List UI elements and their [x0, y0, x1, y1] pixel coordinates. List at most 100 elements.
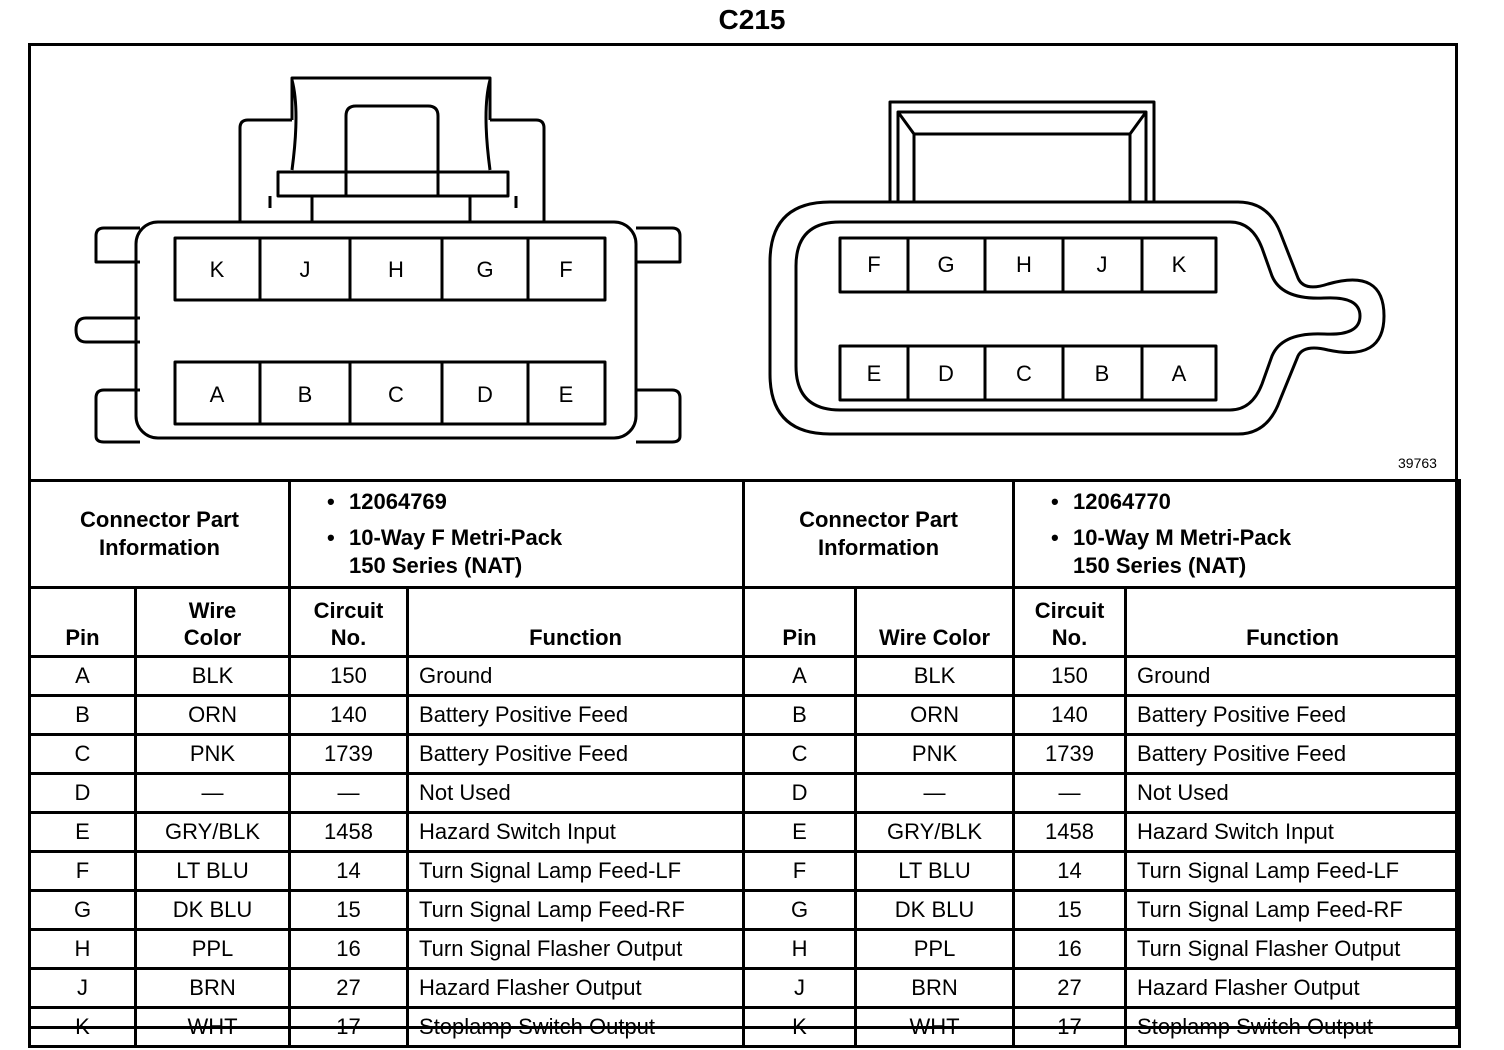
- pinout-table: Connector Part Information • 12064769 • 10…: [27, 479, 1462, 1048]
- wire-color-cell: DK BLU: [854, 889, 1016, 931]
- function-cell: Turn Signal Flasher Output: [1124, 928, 1462, 970]
- pin-cell: F: [742, 850, 858, 892]
- pin-cell: E: [28, 811, 137, 853]
- function-cell: Battery Positive Feed: [406, 733, 746, 775]
- pin-cell: B: [28, 694, 137, 736]
- pin-cell: A: [742, 655, 858, 697]
- bullet-icon: •: [327, 489, 335, 514]
- left-pin-label: B: [298, 382, 313, 407]
- wire-color-cell: —: [854, 772, 1016, 814]
- info-label-line: Connector Part: [80, 507, 239, 532]
- function-cell: Ground: [406, 655, 746, 697]
- function-cell: Turn Signal Lamp Feed-LF: [1124, 850, 1462, 892]
- pin-cell: G: [742, 889, 858, 931]
- col-header-pin: Pin: [742, 586, 858, 658]
- wire-color-cell: LT BLU: [133, 850, 292, 892]
- wire-color-cell: BLK: [854, 655, 1016, 697]
- function-cell: Not Used: [406, 772, 746, 814]
- pin-cell: J: [742, 967, 858, 1009]
- pin-cell: B: [742, 694, 858, 736]
- connector-title: C215: [718, 4, 786, 35]
- right-bottom-cavity-row: [838, 344, 1218, 402]
- bullet-icon: •: [1051, 525, 1059, 550]
- right-pin-label: E: [867, 361, 882, 386]
- wire-color-cell: DK BLU: [133, 889, 292, 931]
- col-header-pin: Pin: [28, 586, 137, 658]
- part-number: 12064770: [1073, 489, 1171, 514]
- right-pin-label: H: [1016, 252, 1032, 277]
- function-cell: Battery Positive Feed: [1124, 733, 1462, 775]
- wire-color-cell: PNK: [854, 733, 1016, 775]
- wire-color-cell: WHT: [854, 1006, 1016, 1048]
- header-line: No.: [1051, 625, 1088, 650]
- left-bottom-cavity-row: [173, 360, 607, 426]
- function-cell: Turn Signal Lamp Feed-RF: [1124, 889, 1462, 931]
- right-pin-label: G: [937, 252, 954, 277]
- function-cell: Turn Signal Lamp Feed-LF: [406, 850, 746, 892]
- right-pin-label: A: [1172, 361, 1187, 386]
- right-pin-label: B: [1095, 361, 1110, 386]
- left-pin-label: K: [210, 257, 225, 282]
- right-pin-label: C: [1016, 361, 1032, 386]
- pin-cell: K: [742, 1006, 858, 1048]
- pin-cell: D: [742, 772, 858, 814]
- left-part-info: •12064769 •10-Way F Metri-Pack 150 Serie…: [288, 479, 746, 589]
- circuit-cell: 140: [1012, 694, 1128, 736]
- pin-cell: H: [28, 928, 137, 970]
- wire-color-cell: ORN: [854, 694, 1016, 736]
- function-cell: Stoplamp Switch Output: [1124, 1006, 1462, 1048]
- function-cell: Battery Positive Feed: [1124, 694, 1462, 736]
- circuit-cell: 15: [288, 889, 410, 931]
- right-pin-label: F: [867, 252, 880, 277]
- header-line: Wire: [188, 598, 237, 623]
- col-header-circuit: Circuit No.: [1012, 586, 1128, 658]
- pin-cell: G: [28, 889, 137, 931]
- connector-diagrams: K J H G F A B C D E F G H J K E D C B A: [74, 76, 1386, 444]
- circuit-cell: 17: [288, 1006, 410, 1048]
- left-pin-label: E: [559, 382, 574, 407]
- left-pin-label: G: [476, 257, 493, 282]
- column-header-row: Pin Wire Color Circuit No. Function Pin …: [28, 586, 1462, 658]
- wire-color-cell: GRY/BLK: [133, 811, 292, 853]
- part-number: 12064769: [349, 489, 447, 514]
- circuit-cell: 27: [1012, 967, 1128, 1009]
- col-header-function: Function: [406, 586, 746, 658]
- right-pin-label: K: [1172, 252, 1187, 277]
- function-cell: Hazard Flasher Output: [406, 967, 746, 1009]
- part-description-cont: 150 Series (NAT): [1073, 553, 1247, 578]
- function-cell: Hazard Switch Input: [1124, 811, 1462, 853]
- circuit-cell: 27: [288, 967, 410, 1009]
- part-description: 10-Way M Metri-Pack: [1073, 525, 1292, 550]
- wire-color-cell: PNK: [133, 733, 292, 775]
- function-cell: Turn Signal Flasher Output: [406, 928, 746, 970]
- header-line: Color: [183, 625, 242, 650]
- left-pin-label: C: [388, 382, 404, 407]
- left-pin-label: D: [477, 382, 493, 407]
- circuit-cell: 1739: [288, 733, 410, 775]
- left-pin-label: J: [300, 257, 311, 282]
- wire-color-cell: PPL: [854, 928, 1016, 970]
- circuit-cell: —: [288, 772, 410, 814]
- circuit-cell: 16: [288, 928, 410, 970]
- pin-cell: D: [28, 772, 137, 814]
- wire-color-cell: ORN: [133, 694, 292, 736]
- col-header-function: Function: [1124, 586, 1462, 658]
- circuit-cell: 16: [1012, 928, 1128, 970]
- circuit-cell: 15: [1012, 889, 1128, 931]
- function-cell: Stoplamp Switch Output: [406, 1006, 746, 1048]
- circuit-cell: 150: [1012, 655, 1128, 697]
- wire-color-cell: LT BLU: [854, 850, 1016, 892]
- circuit-cell: 14: [1012, 850, 1128, 892]
- left-info-label: Connector Part Information: [27, 479, 292, 589]
- col-header-wire-color: Wire Color: [133, 586, 292, 658]
- right-pin-label: D: [938, 361, 954, 386]
- part-description: 10-Way F Metri-Pack: [349, 525, 563, 550]
- bullet-icon: •: [1051, 489, 1059, 514]
- pin-cell: C: [28, 733, 137, 775]
- bullet-icon: •: [327, 525, 335, 550]
